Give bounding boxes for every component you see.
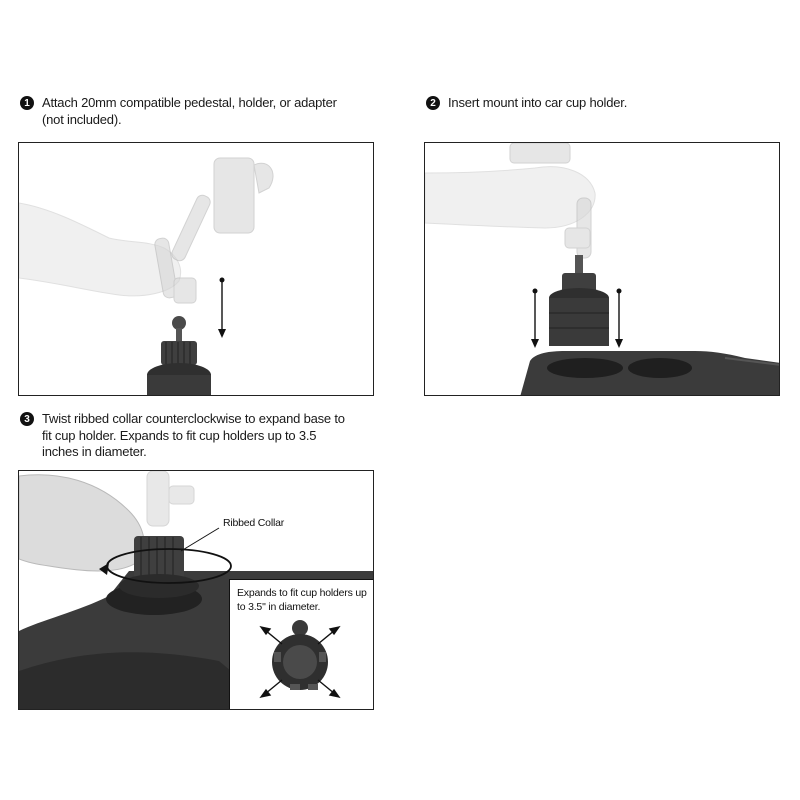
phone-holder-image <box>154 157 274 304</box>
down-arrow-icon <box>615 288 623 348</box>
step-1-text: Attach 20mm compatible pedestal, holder,… <box>42 95 337 127</box>
step-1-number-badge: 1 <box>20 96 34 110</box>
phone-holder-image <box>146 471 195 527</box>
expand-inset: Expands to fit cup holders up to 3.5" in… <box>229 579 373 709</box>
step-3-number-badge: 3 <box>20 412 34 426</box>
cup-holder-mount-base <box>549 255 609 346</box>
callout-line <box>180 527 220 552</box>
expand-arrow-icon <box>259 625 341 699</box>
hand-image <box>19 474 145 572</box>
expand-note: Expands to fit cup holders up to 3.5" in… <box>237 587 367 613</box>
step-3-text: Twist ribbed collar counterclockwise to … <box>42 411 345 459</box>
step-3-photo: Ribbed Collar Expands to fit cup holders… <box>18 470 374 710</box>
phone-holder-image <box>509 143 592 259</box>
down-arrow-icon <box>531 288 539 348</box>
hand-image <box>19 202 182 297</box>
car-console-image <box>520 351 779 395</box>
down-arrow-icon <box>218 277 226 338</box>
step-2-photo <box>424 142 780 396</box>
step-2-text: Insert mount into car cup holder. <box>448 95 628 110</box>
step-1-photo <box>18 142 374 396</box>
cup-holder-mount-base <box>147 316 211 395</box>
hand-image <box>425 166 596 229</box>
rotation-arrow-icon <box>99 548 232 584</box>
ribbed-collar-label: Ribbed Collar <box>223 517 285 529</box>
cup-holder-mount-base <box>119 536 199 598</box>
step-2-number-badge: 2 <box>426 96 440 110</box>
expanded-base-image <box>272 620 328 690</box>
